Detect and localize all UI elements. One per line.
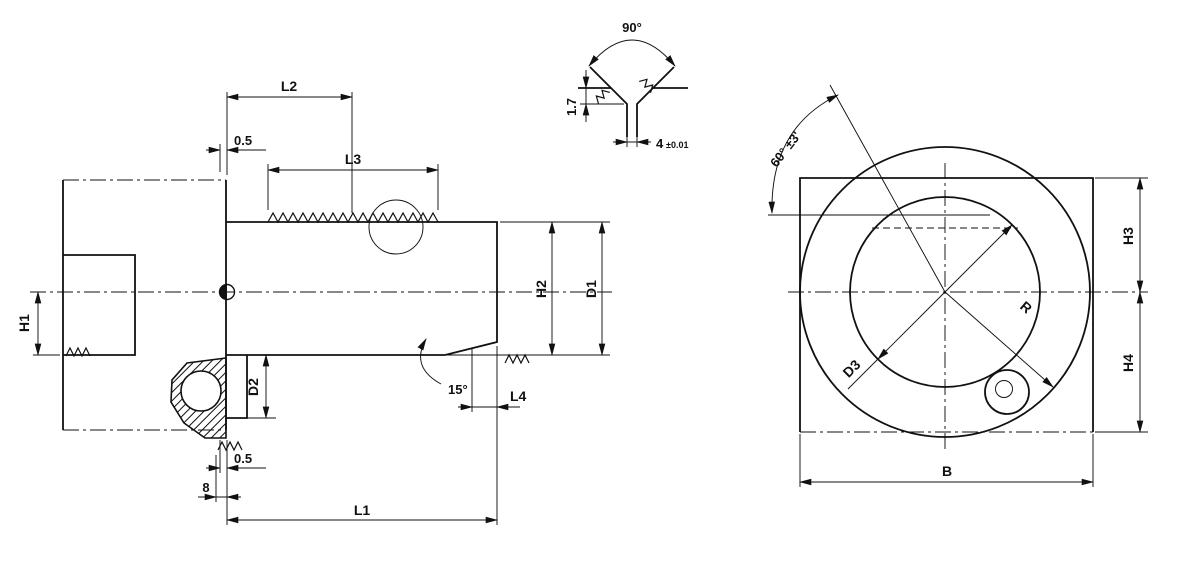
- dim-label-d1: D1: [583, 280, 599, 298]
- front-view-labels: 60° ±3' H3 H4 B D3 R: [767, 129, 1136, 479]
- flank-hatch-right: [639, 78, 654, 93]
- dim-label-l4: L4: [510, 388, 527, 404]
- tool-body-circle: [799, 146, 1091, 438]
- side-view: L2 L3 L1 L4 H1 H2 D1 D2 15° 0.5 0.5 8: [16, 78, 612, 525]
- dim-label-thread-depth: 1.7: [564, 98, 579, 116]
- flank-angle-arc: [588, 39, 676, 67]
- dim-label-groove-width: 4: [656, 136, 664, 151]
- dim-label-l3: L3: [345, 151, 362, 167]
- dim-label-offset-top: 0.5: [234, 133, 252, 148]
- thread-detail-view: 90° 1.7 4 ±0.01: [564, 20, 688, 151]
- thread-zigzag: [267, 211, 439, 224]
- dim-label-d2: D2: [245, 378, 261, 396]
- dim-label-l2: L2: [281, 78, 298, 94]
- clamp-screw-circle: [984, 369, 1030, 415]
- front-view-extension-lines: [799, 177, 1148, 487]
- side-view-dimension-lines: [34, 93, 606, 524]
- front-view-centerlines: [788, 163, 1148, 450]
- bore-diameter-line-b: [944, 224, 1013, 293]
- side-view-geometry: [62, 180, 530, 452]
- knurl-mark-notch: [65, 346, 91, 358]
- shank-outline: [226, 221, 498, 356]
- keyway-angle-arc: [768, 94, 839, 215]
- dim-label-l1: L1: [354, 502, 371, 518]
- dim-label-flank-angle: 90°: [622, 20, 642, 35]
- bore-diameter-line-a: [877, 291, 946, 360]
- dim-label-h3: H3: [1120, 227, 1136, 245]
- side-view-extension-lines: [33, 92, 610, 525]
- dim-label-r: R: [1017, 298, 1035, 317]
- knurl-mark-bottom: [217, 440, 243, 452]
- keyway-angle-ray: [829, 84, 946, 293]
- dim-label-offset-bottom: 0.5: [234, 451, 252, 466]
- dim-label-h1: H1: [16, 314, 32, 332]
- clamp-screw-inner-circle: [995, 380, 1013, 398]
- thread-detail-geometry: [578, 66, 688, 137]
- side-view-labels: L2 L3 L1 L4 H1 H2 D1 D2 15° 0.5 0.5 8: [16, 78, 599, 518]
- datum-target: [218, 283, 236, 301]
- dim-label-h2: H2: [533, 280, 549, 298]
- thread-detail-labels: 90° 1.7 4 ±0.01: [564, 20, 688, 151]
- spigot-outline: [226, 355, 248, 419]
- dim-label-chamfer-angle: 15°: [448, 382, 468, 397]
- dim-label-b: B: [942, 463, 952, 479]
- thread-detail-dimensions: [580, 39, 676, 147]
- knurl-mark-end: [504, 353, 530, 365]
- dim-label-h4: H4: [1120, 354, 1136, 372]
- front-view-dimension-lines: [768, 94, 1144, 486]
- dim-label-groove-tolerance: ±0.01: [666, 140, 688, 150]
- flank-right: [636, 66, 675, 137]
- dim-label-groove-width: 8: [202, 480, 209, 495]
- holder-notch: [63, 254, 136, 356]
- flank-left: [589, 66, 628, 137]
- dim-label-keyway-angle: 60° ±3': [767, 129, 804, 170]
- chamfer-angle-arc: [417, 338, 442, 385]
- radius-line: [944, 291, 1054, 388]
- bore-circle: [849, 196, 1041, 388]
- front-view: 60° ±3' H3 H4 B D3 R: [767, 84, 1148, 487]
- clamp-wedge-bore: [180, 370, 222, 412]
- flank-hatch-left: [595, 89, 610, 104]
- front-view-geometry: [768, 84, 1094, 438]
- detail-indicator-circle: [368, 199, 424, 255]
